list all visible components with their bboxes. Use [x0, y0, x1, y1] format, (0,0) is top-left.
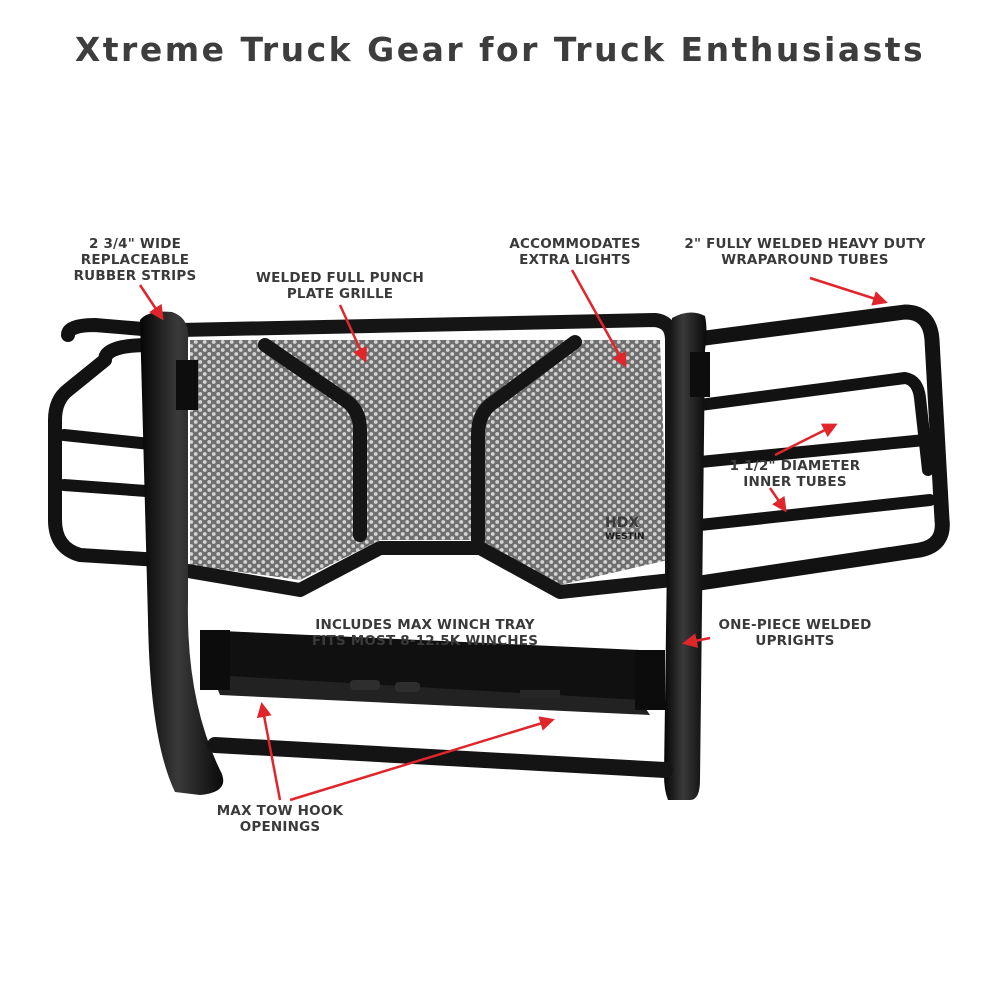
- svg-text:WESTIN: WESTIN: [605, 532, 645, 542]
- callout-extra-lights: ACCOMMODATES EXTRA LIGHTS: [509, 236, 641, 268]
- punch-plate-mesh: [190, 340, 668, 585]
- left-wraparound-tubes: [48, 318, 167, 567]
- right-light-bracket: [690, 352, 710, 397]
- page-title: Xtreme Truck Gear for Truck Enthusiasts: [74, 30, 926, 69]
- left-upright: [140, 311, 224, 795]
- right-upright: [664, 312, 707, 800]
- bottom-tube: [207, 737, 673, 778]
- winch-tray: [200, 630, 665, 715]
- right-wraparound-tubes: [682, 304, 950, 591]
- callout-winch-tray: INCLUDES MAX WINCH TRAY FITS MOST 8-12.5…: [311, 617, 539, 649]
- callout-uprights: ONE-PIECE WELDED UPRIGHTS: [718, 617, 872, 649]
- callout-arrows: [138, 269, 888, 802]
- callout-tow-hook: MAX TOW HOOK OPENINGS: [216, 803, 344, 835]
- hdx-westin-logo: HDX WESTIN: [605, 515, 645, 542]
- callout-inner-tubes: 1 1/2" DIAMETER INNER TUBES: [729, 458, 861, 490]
- svg-text:HDX: HDX: [605, 515, 639, 531]
- callout-rubber-strips: 2 3/4" WIDE REPLACEABLE RUBBER STRIPS: [73, 236, 197, 284]
- callout-wraparound-tubes: 2" FULLY WELDED HEAVY DUTY WRAPAROUND TU…: [684, 236, 926, 268]
- left-light-bracket: [176, 360, 198, 410]
- callout-punch-plate: WELDED FULL PUNCH PLATE GRILLE: [256, 270, 424, 302]
